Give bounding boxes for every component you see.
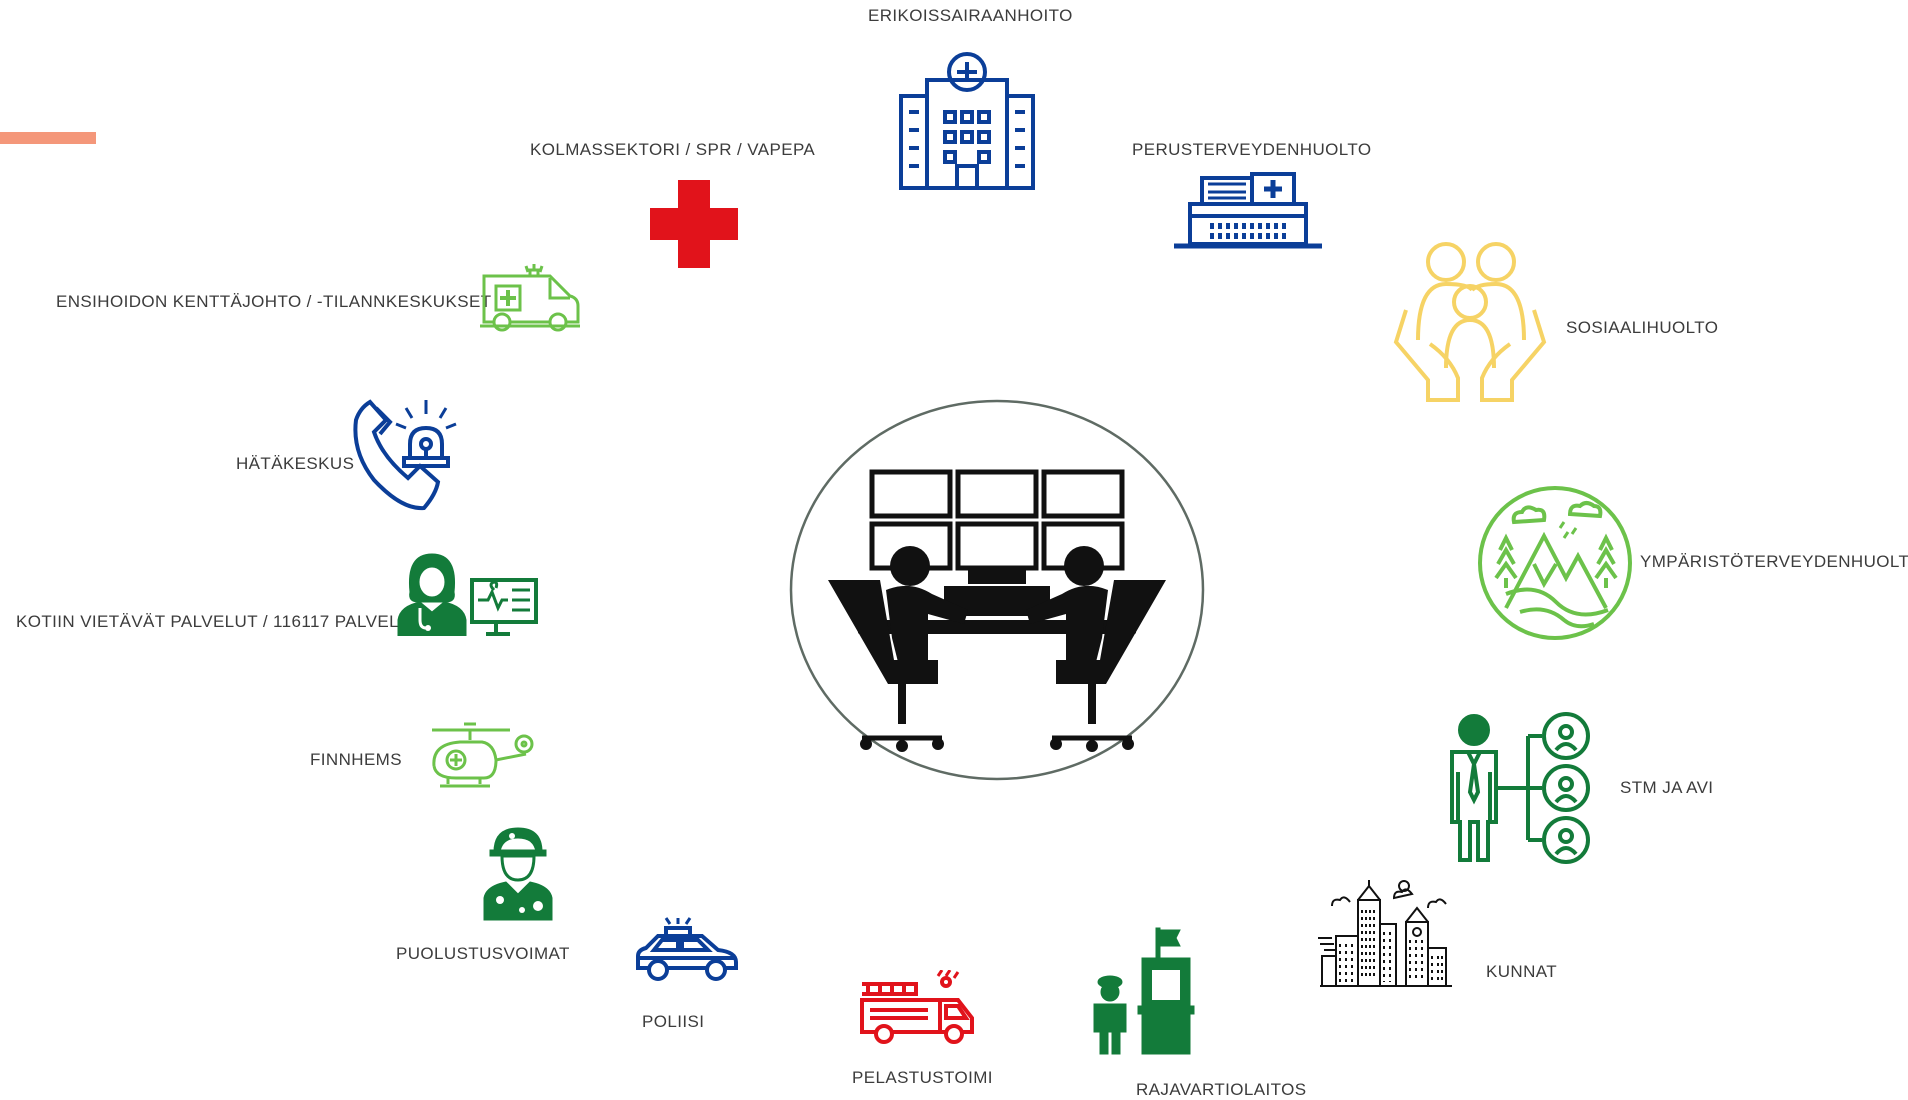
node-label-ymparistoterveydenhuolto: YMPÄRISTÖTERVEYDENHUOLTO bbox=[1640, 552, 1908, 571]
node-label-kunnat: KUNNAT bbox=[1486, 962, 1558, 981]
emergency-call-icon bbox=[353, 399, 457, 511]
city-icon bbox=[1318, 880, 1452, 987]
node-label-ensihoidon-kenttajohto: ENSIHOIDON KENTTÄJOHTO / -TILANNKESKUKSE… bbox=[56, 292, 492, 311]
node-label-perusterveydenhuolto: PERUSTERVEYDENHUOLTO bbox=[1132, 140, 1372, 159]
health-center-icon bbox=[1174, 172, 1322, 249]
red-cross-icon bbox=[650, 180, 738, 268]
ambulance-icon bbox=[480, 264, 580, 332]
node-label-pelastustoimi: PELASTUSTOIMI bbox=[852, 1068, 993, 1087]
police-car-icon bbox=[636, 917, 738, 981]
border-guard-icon bbox=[1093, 927, 1195, 1055]
environment-icon bbox=[1478, 486, 1632, 640]
helicopter-icon bbox=[432, 722, 534, 788]
hospital-icon bbox=[899, 52, 1035, 190]
family-care-icon bbox=[1393, 242, 1547, 402]
node-label-kotiin-vietavat-palvelut: KOTIIN VIETÄVÄT PALVELUT / 116117 PALVEL… bbox=[16, 612, 412, 631]
telehealth-icon bbox=[397, 553, 538, 636]
node-label-stm-ja-avi: STM JA AVI bbox=[1620, 778, 1714, 797]
node-label-kolmassektori: KOLMASSEKTORI / SPR / VAPEPA bbox=[530, 140, 816, 159]
official-hierarchy-icon bbox=[1450, 712, 1590, 864]
fire-truck-icon bbox=[860, 970, 974, 1044]
soldier-icon bbox=[483, 827, 553, 921]
node-label-sosiaalihuolto: SOSIAALIHUOLTO bbox=[1566, 318, 1719, 337]
control-room-operators-icon bbox=[789, 399, 1205, 781]
accent-bar bbox=[0, 132, 96, 144]
node-label-rajavartiolaitos: RAJAVARTIOLAITOS bbox=[1136, 1080, 1307, 1099]
node-label-poliisi: POLIISI bbox=[642, 1012, 705, 1031]
node-label-finnhems: FINNHEMS bbox=[310, 750, 402, 769]
node-label-erikoissairaanhoito: ERIKOISSAIRAANHOITO bbox=[868, 6, 1073, 25]
node-label-hatakeskus: HÄTÄKESKUS bbox=[236, 454, 355, 473]
node-label-puolustusvoimat: PUOLUSTUSVOIMAT bbox=[396, 944, 570, 963]
